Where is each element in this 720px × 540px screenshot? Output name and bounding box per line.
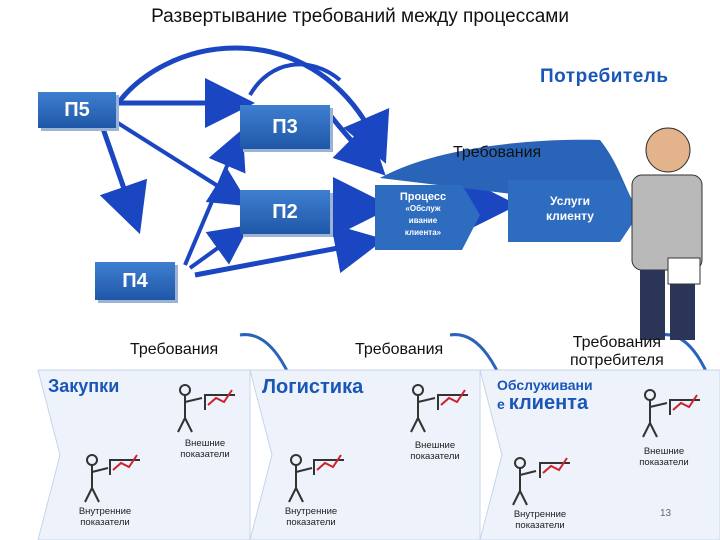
internal-indicators-1-line2: показатели (80, 517, 130, 528)
indicator-figure-2 (84, 454, 140, 503)
arrow-p3-consumer (328, 113, 386, 176)
services-box (508, 180, 640, 242)
slide-title: Развертывание требований между процессам… (151, 6, 569, 27)
internal-indicators-3-line1: Внутренние (513, 509, 567, 520)
process-box-line4: клиента» (404, 228, 442, 237)
process-p5-label: П5 (64, 98, 90, 121)
process-p3-label: П3 (272, 115, 298, 138)
stage-service-line1: Обслуживани (497, 377, 593, 393)
client-services-text: Услуги клиенту (520, 194, 620, 224)
process-p4-label: П4 (122, 269, 148, 292)
stage-service-line2: е (497, 396, 505, 412)
requirements-label-1: Требования (130, 341, 219, 358)
external-indicators-1-line2: показатели (180, 449, 230, 460)
process-p5: П5 (38, 92, 116, 128)
arrow-p4-p3 (183, 128, 246, 266)
external-indicators-3-line2: показатели (639, 457, 689, 468)
indicator-figure-4 (288, 454, 344, 503)
top-arrow-band-2 (248, 62, 342, 97)
external-indicators-1-line1: Внешние (184, 438, 226, 449)
indicator-figure-6 (512, 457, 570, 506)
internal-indicators-3-line2: показатели (515, 520, 565, 531)
external-indicators-2-line2: показатели (410, 451, 460, 462)
top-arrow-band (107, 45, 390, 164)
stage-logistics: Логистика (262, 376, 364, 398)
external-indicators-2-line1: Внешние (414, 440, 456, 451)
client-services-line1: Услуги (550, 194, 590, 208)
process-box-line1: Процесс (399, 191, 447, 203)
indicator-figure-3 (410, 384, 468, 433)
process-p2: П2 (240, 190, 330, 234)
stage-panel-logistics (249, 369, 481, 540)
internal-indicators-1-line1: Внутренние (78, 506, 132, 517)
process-service-box-text: Процесс «Обслуж ивание клиента» (378, 191, 468, 239)
stage-service: Обслуживани е клиента (497, 376, 593, 413)
arrow-p4-p2 (188, 224, 250, 270)
page-number: 13 (660, 508, 672, 519)
stage-purchasing: Закупки (48, 376, 120, 396)
arrow-p4-process (194, 223, 385, 278)
process-box-line2: «Обслуж (405, 204, 441, 213)
process-p2-label: П2 (272, 200, 298, 223)
internal-indicators-2-line2: показатели (286, 517, 336, 528)
internal-indicators-2-line1: Внутренние (284, 506, 338, 517)
requirements-label-top: Требования (453, 144, 542, 161)
consumer-label: Потребитель (540, 66, 669, 87)
bottom-banner-1 (128, 335, 275, 360)
consumer-person-icon (631, 127, 703, 340)
requirements-label-3: Требования потребителя (570, 334, 664, 370)
arrow-p5-p4 (97, 119, 148, 235)
process-p4: П4 (95, 262, 175, 300)
process-box (375, 185, 480, 250)
process-p3: П3 (240, 105, 330, 149)
external-indicators-3-line1: Внешние (643, 446, 685, 457)
indicator-figure-1 (177, 384, 235, 433)
client-services-line2: клиенту (546, 209, 594, 223)
stage-service-line3: клиента (508, 392, 589, 414)
indicator-figure-5 (642, 389, 700, 438)
arrow-p5-p2 (108, 116, 251, 207)
process-box-line3: ивание (408, 216, 438, 225)
requirements-label-3-line1: Требования (572, 334, 661, 351)
stage-panel-service (479, 369, 720, 540)
requirements-label-2: Требования (355, 341, 444, 358)
requirements-label-3-line2: потребителя (570, 352, 664, 369)
stage-panel-purchasing (37, 369, 251, 540)
